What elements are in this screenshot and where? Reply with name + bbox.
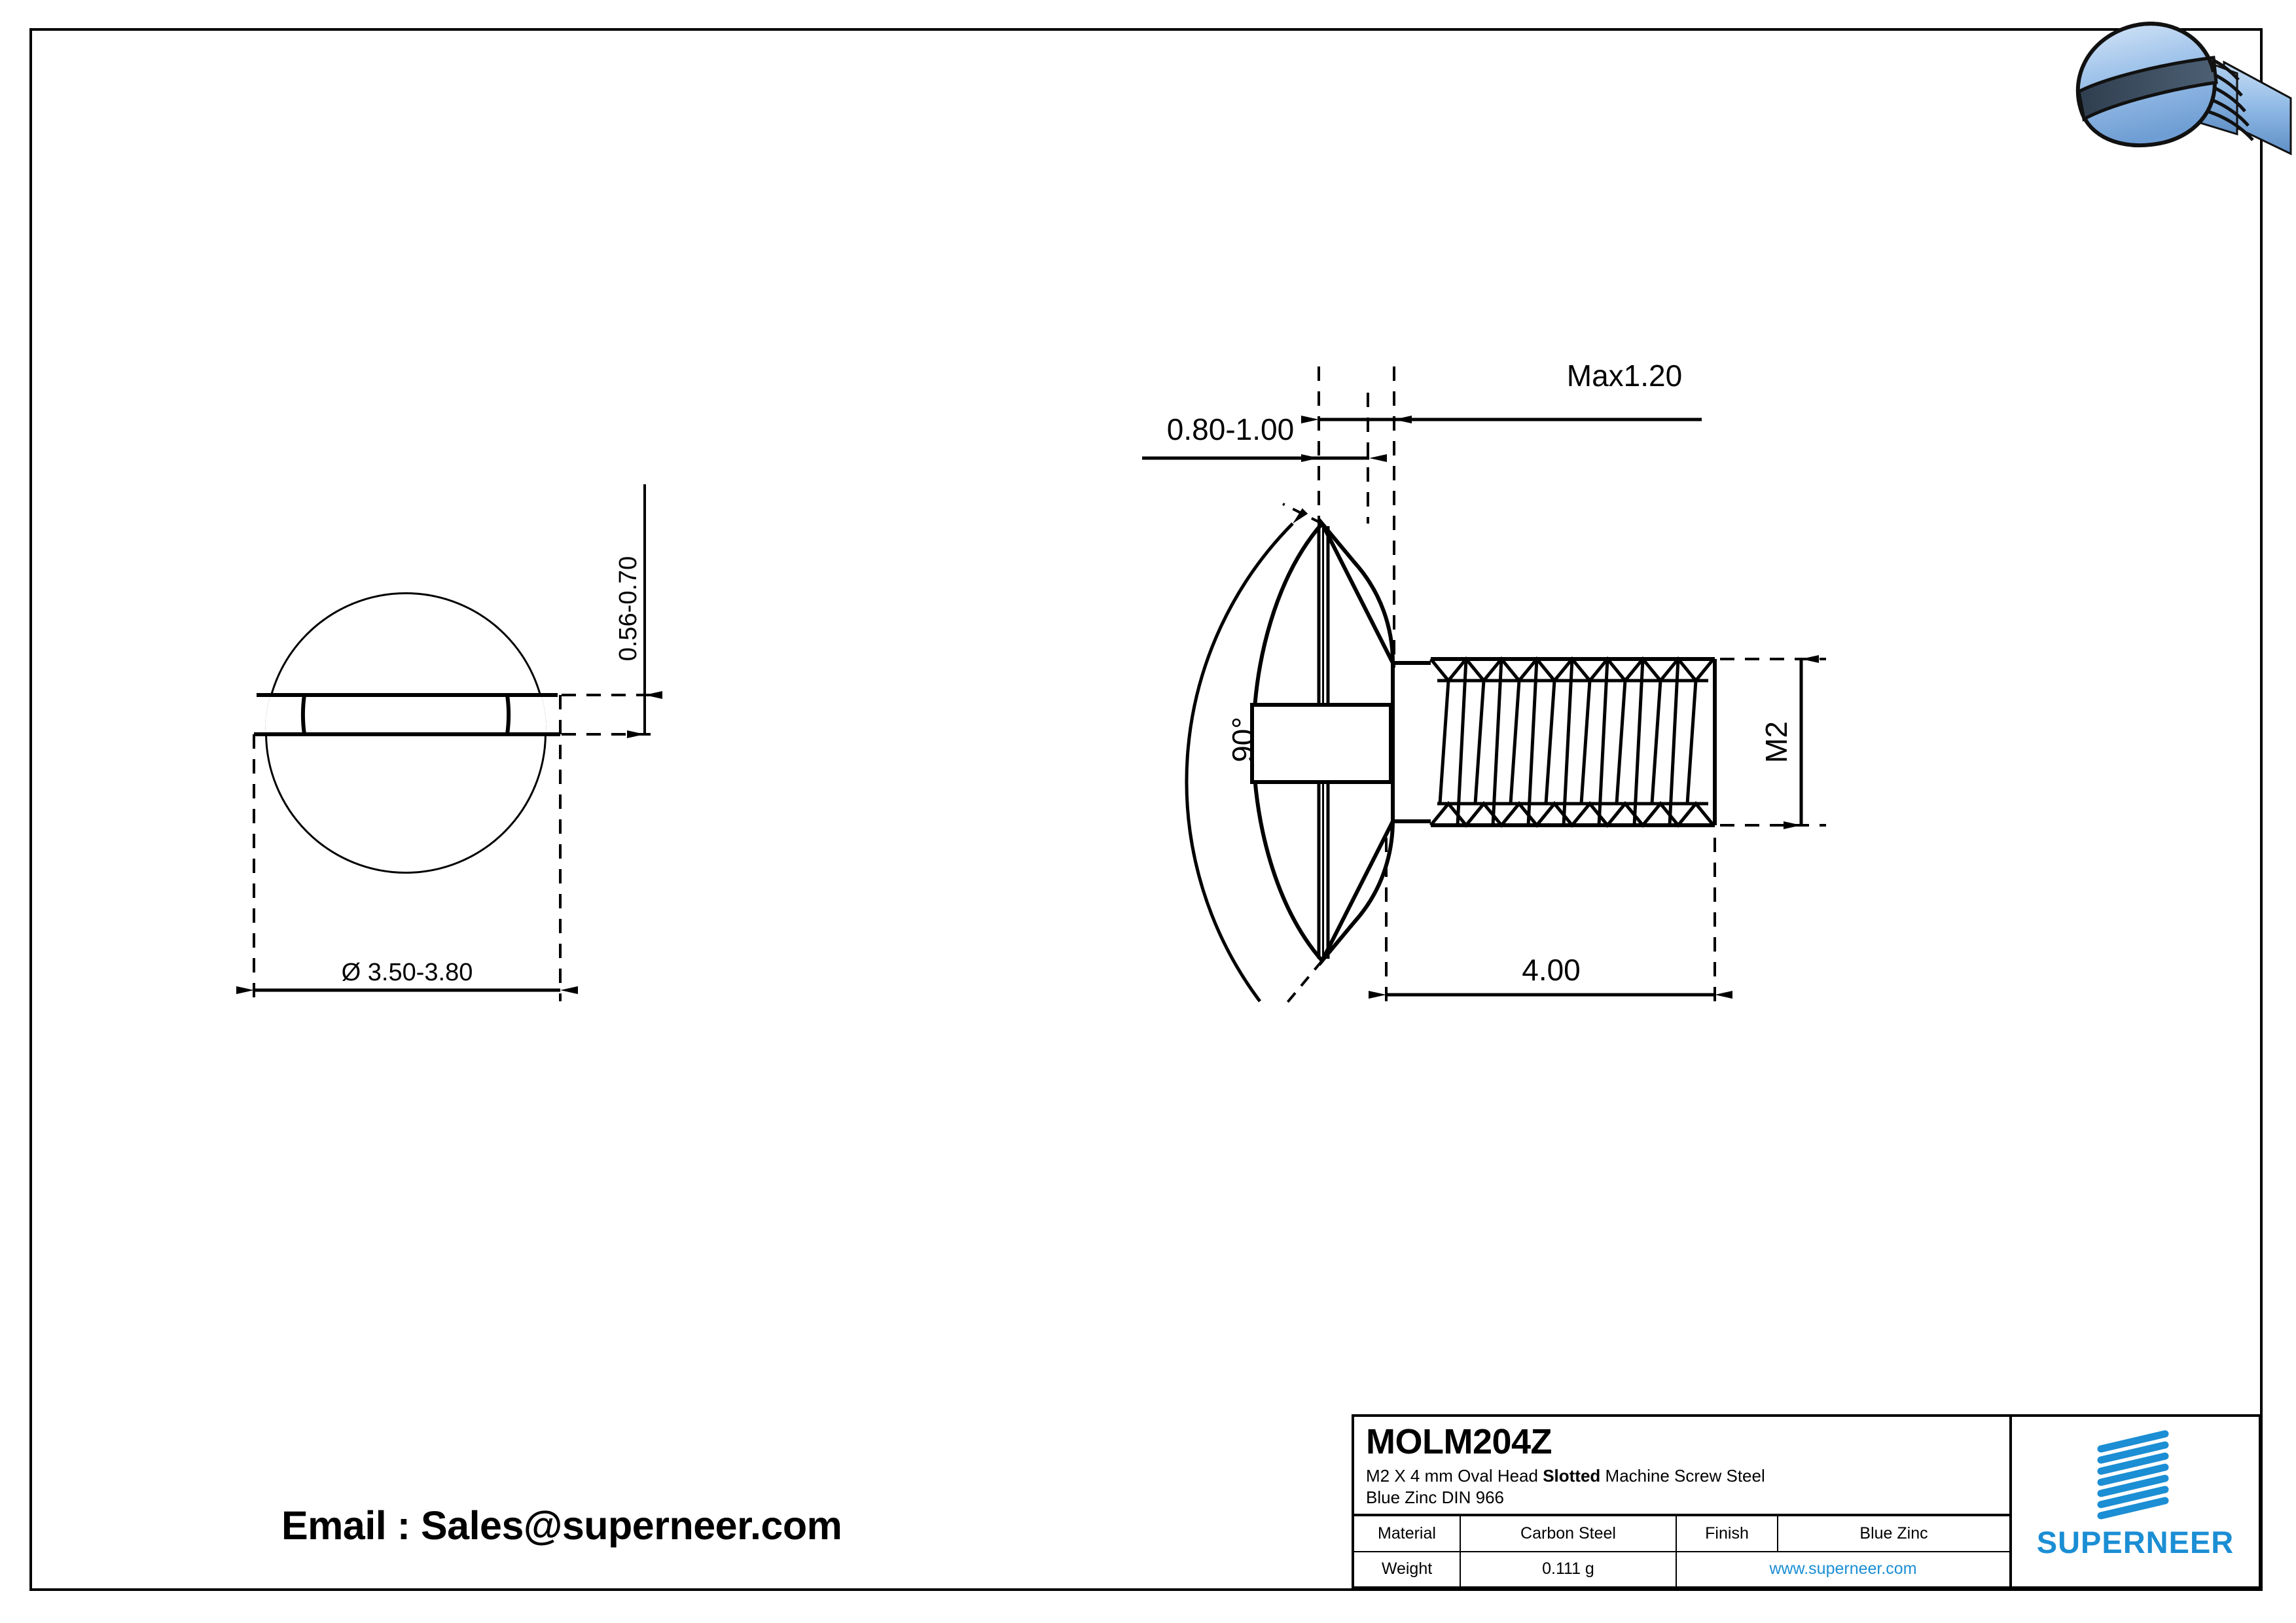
- brand-block: SUPERNEER: [2012, 1417, 2259, 1586]
- material-finish-row: Material Carbon Steel Finish Blue Zinc: [1354, 1516, 2009, 1552]
- head-angle-dimension-text: 90°: [1226, 717, 1260, 762]
- website-link[interactable]: www.superneer.com: [1769, 1560, 1917, 1578]
- head-diameter-dimension-text: Ø 3.50-3.80: [342, 959, 473, 986]
- description-post: Machine Screw Steel: [1600, 1466, 1765, 1486]
- weight-value: 0.111 g: [1461, 1552, 1677, 1586]
- finish-value: Blue Zinc: [1859, 1524, 1928, 1543]
- title-block-info: MOLM204Z M2 X 4 mm Oval Head Slotted Mac…: [1354, 1417, 2012, 1586]
- superneer-logo-icon: [2097, 1430, 2168, 1520]
- thread-profile: [1429, 656, 1715, 828]
- material-label: Material: [1354, 1516, 1461, 1551]
- length-dimension-text: 4.00: [1522, 953, 1581, 987]
- title-block: MOLM204Z M2 X 4 mm Oval Head Slotted Mac…: [1352, 1414, 2261, 1589]
- slot-depth-dimension-text: Max1.20: [1567, 359, 1682, 393]
- description-bold: Slotted: [1543, 1466, 1601, 1486]
- drawing-sheet-border: [29, 28, 2263, 1591]
- screw-3d-render: [2075, 22, 2292, 156]
- brand-name: SUPERNEER: [2036, 1525, 2234, 1560]
- slot-width-dimension-text: 0.80-1.00: [1167, 412, 1294, 446]
- weight-label: Weight: [1354, 1552, 1461, 1586]
- part-number: MOLM204Z: [1366, 1422, 1552, 1461]
- material-value: Carbon Steel: [1461, 1516, 1677, 1551]
- finish-label: Finish: [1677, 1516, 1778, 1551]
- side-view-group: [1250, 518, 1717, 967]
- side-view-dimensions: [1142, 366, 1826, 1009]
- title-block-header: MOLM204Z M2 X 4 mm Oval Head Slotted Mac…: [1354, 1417, 2009, 1516]
- screw-3d-head: [2075, 22, 2218, 148]
- part-description: M2 X 4 mm Oval Head Slotted Machine Scre…: [1366, 1465, 2009, 1508]
- website-cell[interactable]: www.superneer.com: [1677, 1552, 2009, 1587]
- front-view-group: [254, 592, 560, 874]
- description-line2: Blue Zinc DIN 966: [1366, 1488, 1504, 1507]
- weight-website-row: Weight 0.111 g www.superneer.com: [1354, 1552, 2009, 1587]
- head-height-dimension-text: 0.56-0.70: [615, 556, 642, 662]
- thread-size-dimension-text: M2: [1759, 721, 1793, 763]
- description-pre: M2 X 4 mm Oval Head: [1366, 1466, 1543, 1486]
- contact-email: Email : Sales@superneer.com: [281, 1503, 842, 1548]
- front-view-dimensions: [236, 484, 662, 1001]
